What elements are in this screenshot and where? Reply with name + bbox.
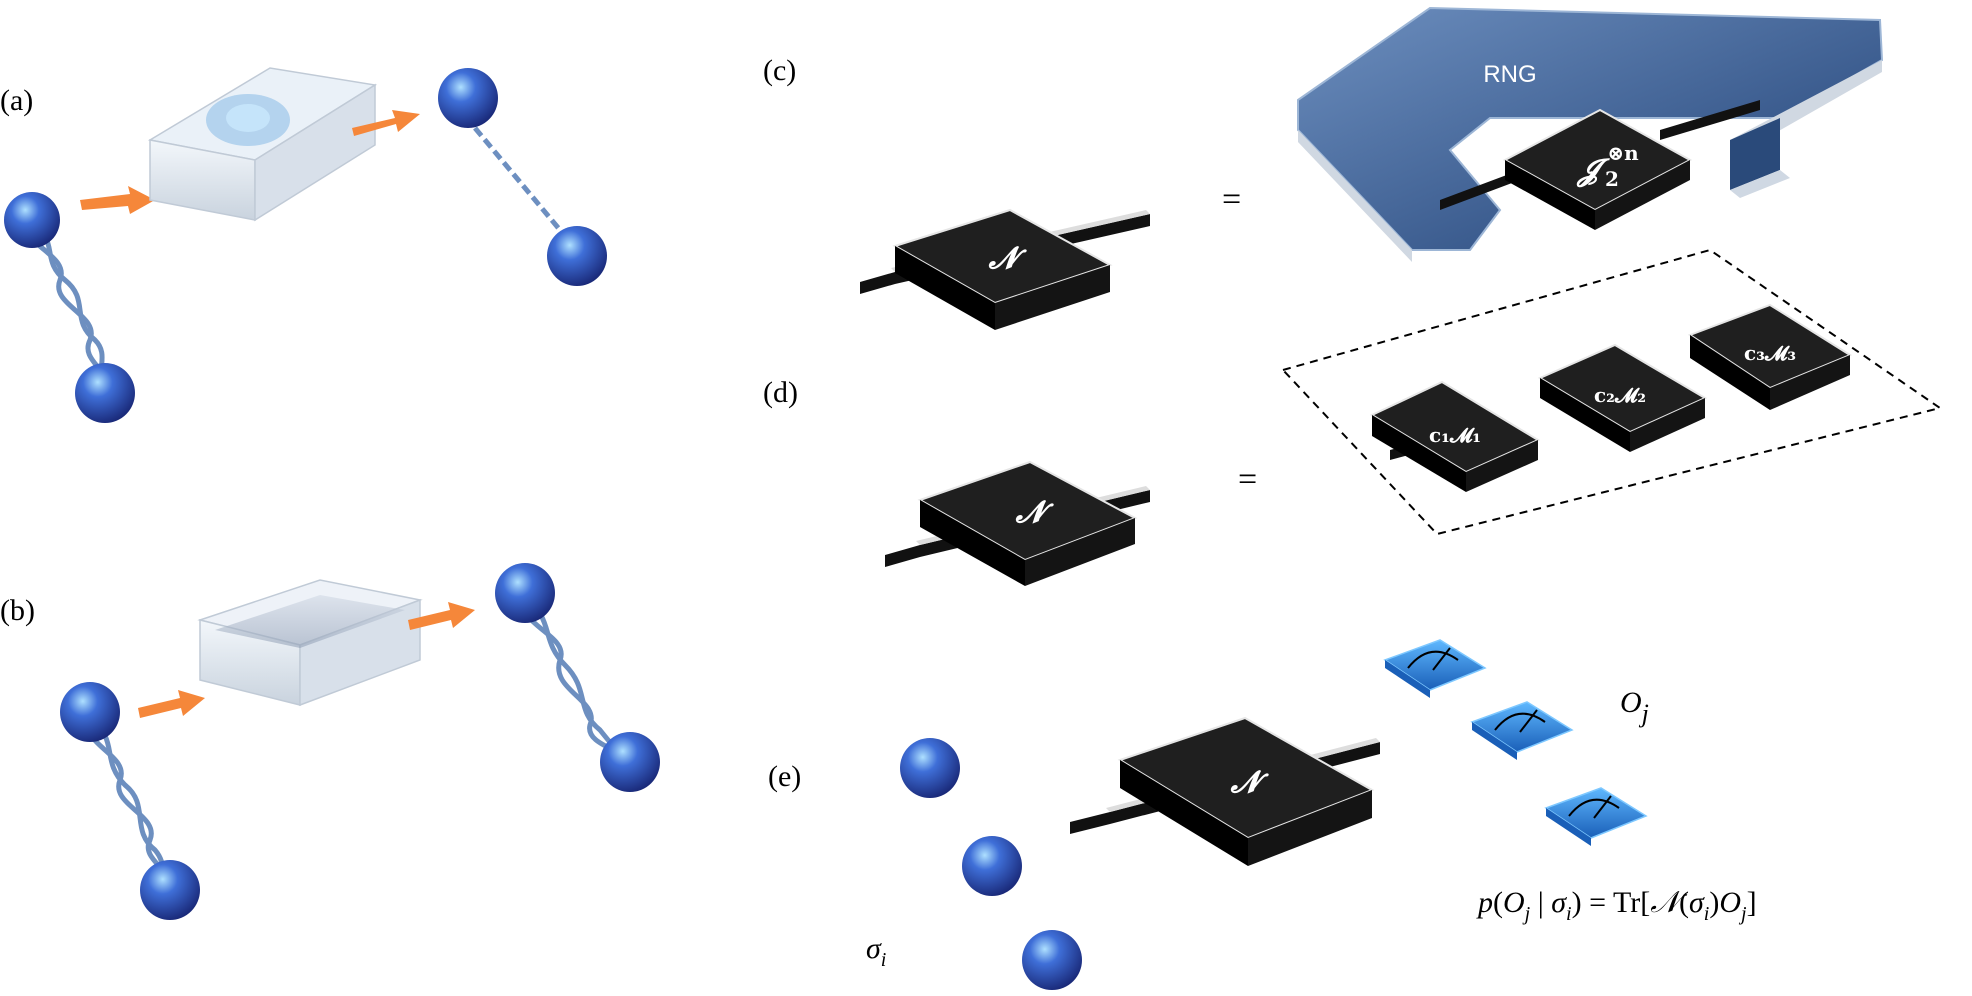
mixture-outline: [1281, 248, 1943, 536]
panel-label-d: (d): [763, 376, 798, 409]
sphere-a1: [4, 192, 60, 248]
arrow-b2: [408, 602, 475, 630]
meter-2: [1470, 701, 1574, 760]
panel-label-e: (e): [768, 760, 801, 793]
sphere-a3: [438, 68, 498, 128]
equals-c: =: [1222, 181, 1241, 218]
rng-label: RNG: [1483, 61, 1536, 88]
meter-3: [1544, 787, 1648, 846]
panel-label-a: (a): [0, 84, 33, 117]
twirl-device: 𝓙 ⊗n 2: [1440, 100, 1760, 230]
state-label: σi: [866, 932, 886, 971]
process-box-b: [197, 579, 423, 707]
sphere-a2: [75, 363, 135, 423]
mixture-label-2: c₂𝓜₂: [1594, 383, 1646, 407]
panel-label-c: (c): [763, 54, 796, 87]
arrow-a1: [80, 186, 155, 214]
mixture-item-1: c₁𝓜₁: [1369, 380, 1541, 492]
sphere-b4: [600, 732, 660, 792]
sphere-b3: [495, 563, 555, 623]
twirl-superscript: ⊗n: [1607, 141, 1639, 165]
sphere-b2: [140, 860, 200, 920]
twirl-subscript: 2: [1605, 167, 1619, 191]
mixture-label-1: c₁𝓜₁: [1429, 423, 1481, 447]
channel-device-e: 𝓝: [1070, 716, 1380, 866]
process-box-a: [147, 67, 378, 222]
entanglement-link-a1: [27, 222, 108, 387]
rng-frame: RNG: [1297, 6, 1884, 262]
mixture-item-2: c₂𝓜₂: [1537, 343, 1708, 452]
sphere-a4: [547, 226, 607, 286]
observable-label: Oj: [1620, 686, 1649, 728]
state-sphere-3: [1022, 930, 1082, 990]
arrow-a2: [352, 110, 420, 136]
arrow-b1: [138, 690, 205, 718]
channel-device-c: 𝓝: [860, 208, 1150, 330]
channel-device-d: 𝓝: [885, 460, 1150, 586]
broken-link-a: [473, 126, 562, 232]
meter-1: [1383, 639, 1487, 698]
probability-formula: p(Oj | σi) = Tr[𝒩(σi)Oj]: [1476, 886, 1757, 925]
equals-d: =: [1238, 461, 1257, 498]
mixture-label-3: c₃𝓜₃: [1744, 341, 1796, 365]
state-sphere-1: [900, 738, 960, 798]
state-sphere-2: [962, 836, 1022, 896]
panel-label-b: (b): [0, 594, 35, 627]
sphere-b1: [60, 682, 120, 742]
mixture-item-3: c₃𝓜₃: [1687, 303, 1853, 410]
